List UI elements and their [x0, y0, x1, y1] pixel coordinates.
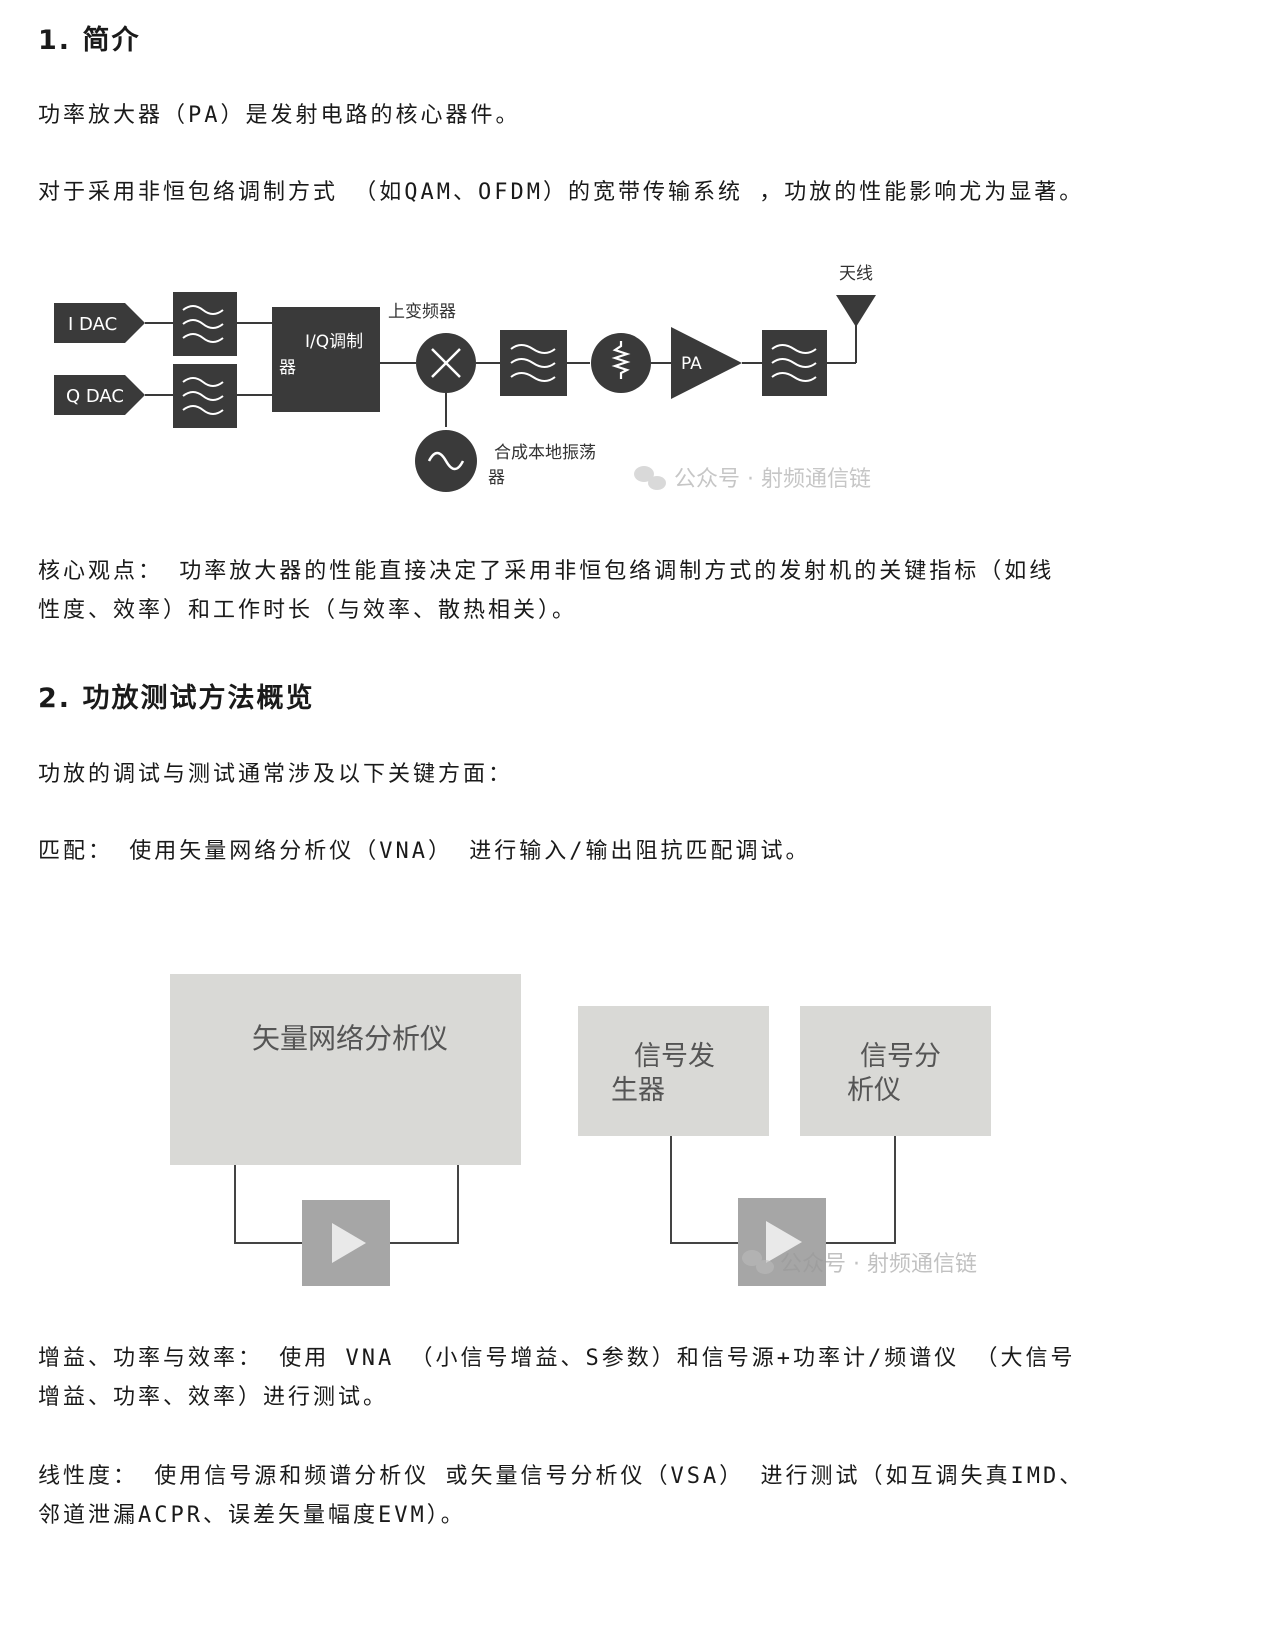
attenuator-block: [591, 333, 651, 393]
vna-cables: [234, 1165, 459, 1244]
matching-text: 匹配： 使用矢量网络分析仪（VNA） 进行输入/输出阻抗匹配调试。: [38, 839, 811, 864]
signal-analyzer-box: [800, 1006, 991, 1136]
pa-block: [671, 327, 742, 399]
iq-modulator-block: [272, 307, 380, 412]
play-icon: [766, 1221, 802, 1263]
gain-line2: 增益、功率、效率）进行测试。: [38, 1385, 389, 1410]
linearity-line2: 邻道泄漏ACPR、误差矢量幅度EVM）。: [38, 1503, 466, 1528]
test-setup-diagram: 矢量网络分析仪 信号发 生器 信号分 析仪 公众号 · 射频通信链: [170, 974, 991, 1286]
section2-intro: 功放的调试与测试通常涉及以下关键方面：: [38, 762, 514, 787]
mixer-icon: [431, 348, 461, 378]
core-point-line2: 性度、效率）和工作时长（与效率、散热相关）。: [38, 598, 578, 623]
filter-icon: [771, 344, 817, 382]
sine-wave-icon: [427, 451, 465, 471]
local-oscillator-block: [415, 430, 477, 492]
iq-modulator-label-2: 器: [279, 358, 296, 378]
signal-analyzer-label-1: 信号分: [860, 1041, 941, 1072]
iq-modulator-label-1: I/Q调制: [305, 332, 363, 352]
filter-icon: [510, 344, 556, 382]
filter-rf-block: [500, 330, 567, 396]
watermark-1: 公众号 · 射频通信链: [634, 466, 871, 492]
vna-box: [170, 974, 521, 1165]
section2-heading: 2. 功放测试方法概览: [38, 683, 315, 714]
antenna-label: 天线: [839, 264, 873, 284]
pa-label: PA: [681, 354, 702, 374]
section1-para2: 对于采用非恒包络调制方式 （如QAM、OFDM）的宽带传输系统 ，功放的性能影响…: [38, 180, 1085, 205]
dut-2: [738, 1198, 826, 1286]
i-dac-label: I DAC: [68, 314, 117, 335]
signal-generator-label-1: 信号发: [634, 1041, 715, 1072]
gain-line1: 增益、功率与效率： 使用 VNA （小信号增益、S参数）和信号源+功率计/频谱仪…: [38, 1346, 1076, 1371]
watermark-text: 公众号 · 射频通信链: [674, 467, 871, 492]
linearity-line1: 线性度： 使用信号源和频谱分析仪 或矢量信号分析仪（VSA） 进行测试（如互调失…: [38, 1464, 1085, 1489]
transmitter-block-diagram: I DAC Q DAC I/Q调制 器 上变频器 合成本地振荡 器: [54, 264, 876, 492]
filter-icon: [182, 305, 224, 343]
q-dac-label: Q DAC: [66, 386, 124, 407]
filter-i-block: [173, 292, 237, 356]
play-icon: [332, 1223, 366, 1263]
signal-generator-box: [578, 1006, 769, 1136]
q-dac-block: [54, 375, 145, 415]
filter-icon: [182, 377, 224, 415]
section1-para1: 功率放大器（PA）是发射电路的核心器件。: [38, 103, 521, 128]
signal-analyzer-label-2: 析仪: [847, 1075, 901, 1106]
filter-q-block: [173, 364, 237, 428]
mixer-block: [416, 333, 476, 393]
wechat-icon: [742, 1250, 774, 1274]
lo-label-1: 合成本地振荡: [494, 443, 596, 463]
lo-label-2: 器: [488, 468, 505, 488]
section1-heading: 1. 简介: [38, 25, 141, 56]
watermark-text: 公众号 · 射频通信链: [780, 1252, 977, 1277]
i-dac-block: [54, 303, 145, 343]
dut-1: [302, 1200, 390, 1286]
filter-output-block: [762, 330, 827, 396]
core-point-line1: 核心观点： 功率放大器的性能直接决定了采用非恒包络调制方式的发射机的关键指标（如…: [38, 559, 1055, 584]
antenna-icon: [836, 295, 876, 327]
watermark-2: 公众号 · 射频通信链: [742, 1250, 977, 1277]
sg-sa-cables: [670, 1136, 896, 1244]
upconverter-label: 上变频器: [388, 302, 456, 322]
vna-label: 矢量网络分析仪: [252, 1022, 448, 1055]
signal-generator-label-2: 生器: [611, 1075, 665, 1106]
wechat-icon: [634, 466, 666, 490]
resistor-icon: [611, 341, 631, 379]
